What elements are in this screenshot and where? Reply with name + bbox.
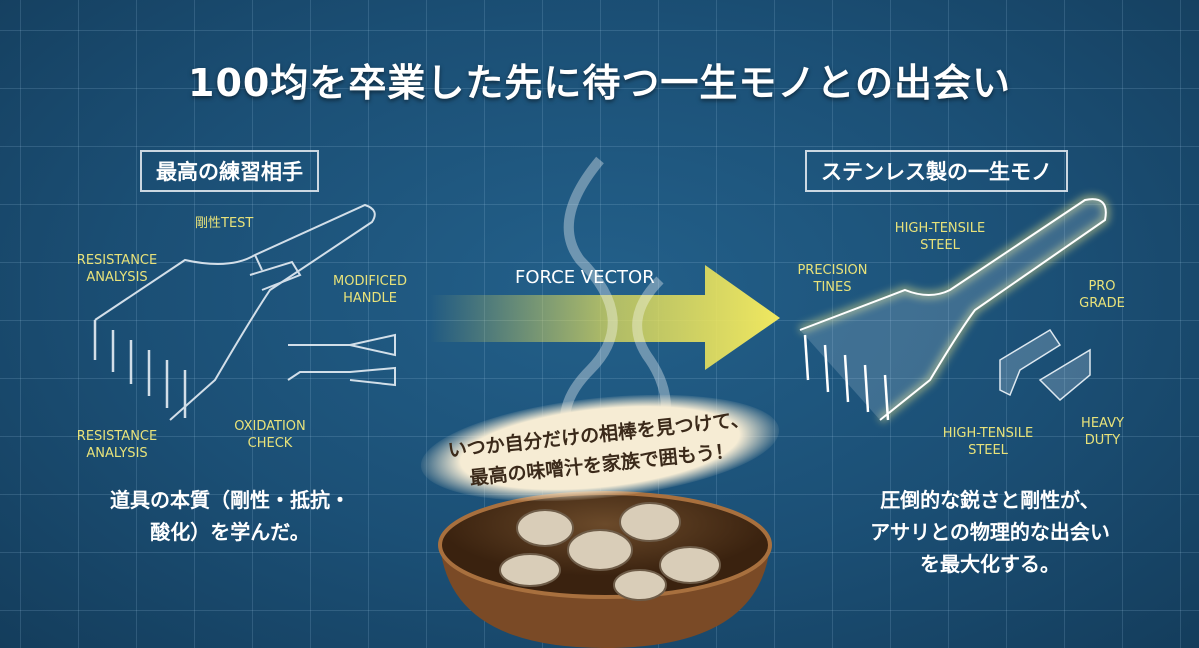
left-heading: 最高の練習相手 [140,150,319,192]
right-description: 圧倒的な鋭さと剛性が、 アサリとの物理的な出会い を最大化する。 [800,484,1180,580]
right-description-line: を最大化する。 [920,552,1060,576]
right-description-line: 圧倒的な鋭さと剛性が、 [880,488,1100,512]
label-oxidation-check: OXIDATION CHECK [234,419,306,451]
force-vector-label: FORCE VECTOR [515,267,655,288]
left-description: 道具の本質（剛性・抵抗・ 酸化）を学んだ。 [60,484,400,548]
label-resistance-analysis-bottom: RESISTANCE ANALYSIS [76,429,158,461]
left-description-line: 道具の本質（剛性・抵抗・ [110,488,350,512]
right-description-line: アサリとの物理的な出会い [870,520,1110,544]
force-vector-arrow [430,265,780,370]
miso-soup-bowl [438,491,772,648]
practice-rake-sketch [93,203,396,421]
left-description-line: 酸化）を学んだ。 [150,520,310,544]
label-precision-tines: PRECISION TINES [797,263,868,295]
label-high-tensile-steel-bottom: HIGH-TENSILE STEEL [942,426,1034,458]
label-resistance-analysis-top: RESISTANCE ANALYSIS [76,253,158,285]
label-pro-grade: PRO GRADE [1079,279,1125,311]
page-title: 100均を卒業した先に待つ一生モノとの出会い [188,61,1011,105]
label-modified-handle: MODIFICED HANDLE [333,274,407,306]
label-heavy-duty: HEAVY DUTY [1081,416,1124,448]
right-heading: ステンレス製の一生モノ [805,150,1068,192]
label-rigidity-test: 剛性TEST [195,216,254,231]
stainless-rake-sketch [798,195,1110,424]
label-high-tensile-steel-top: HIGH-TENSILE STEEL [894,221,986,253]
